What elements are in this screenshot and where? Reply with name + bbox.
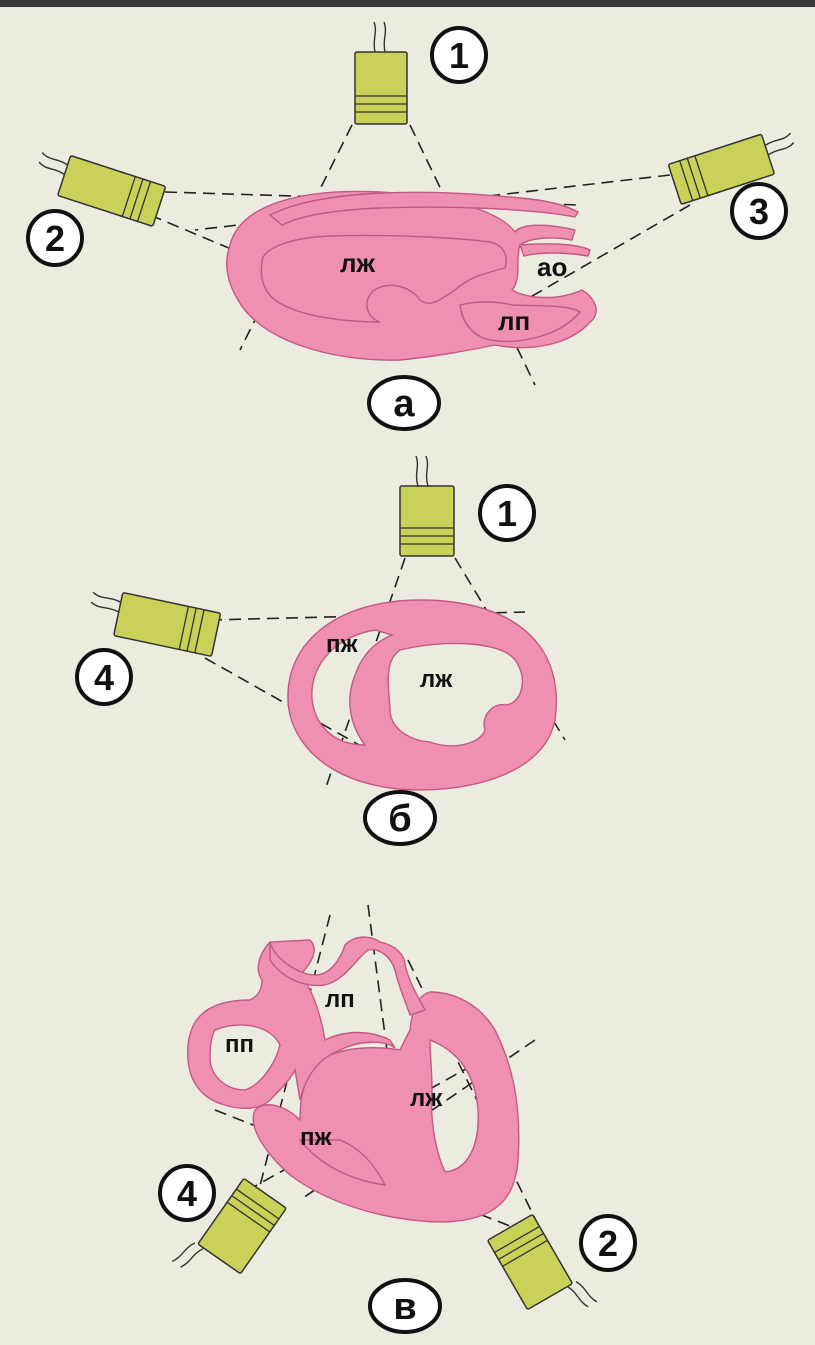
- panel-letter-c: в: [370, 1280, 440, 1332]
- label-la-a: лп: [498, 306, 530, 336]
- panel-letter-a: а: [369, 377, 439, 429]
- probe-2-c: [487, 1208, 596, 1334]
- probe-1-a: [355, 22, 407, 124]
- badge-3-a: 3: [732, 184, 786, 238]
- svg-text:б: б: [388, 798, 411, 840]
- label-lv-c: лж: [410, 1085, 443, 1112]
- svg-text:в: в: [393, 1286, 416, 1328]
- badge-1-b: 1: [480, 486, 534, 540]
- svg-text:2: 2: [45, 218, 65, 259]
- panel-a: лж ао лп 1: [28, 22, 801, 429]
- badge-1-a: 1: [432, 28, 486, 82]
- panel-letter-b: б: [365, 792, 435, 844]
- svg-text:4: 4: [177, 1173, 197, 1214]
- svg-text:2: 2: [598, 1223, 618, 1264]
- badge-2-c: 2: [581, 1216, 635, 1270]
- svg-text:4: 4: [94, 657, 114, 698]
- panel-c: лп пп лж пж 4 2 в: [160, 905, 635, 1334]
- badge-4-b: 4: [77, 650, 131, 704]
- label-rv-b: пж: [326, 631, 358, 658]
- label-ao-a: ао: [537, 252, 567, 282]
- svg-text:1: 1: [497, 493, 517, 534]
- svg-text:а: а: [393, 383, 415, 425]
- label-ra-c: пп: [225, 1031, 254, 1058]
- probe-1-b: [400, 456, 454, 556]
- panel-b: пж лж 1 4 б: [77, 456, 565, 844]
- svg-text:3: 3: [749, 191, 769, 232]
- label-lv-a: лж: [340, 248, 376, 278]
- label-lv-b: лж: [420, 666, 453, 693]
- label-la-c: лп: [325, 986, 355, 1013]
- badge-4-c: 4: [160, 1166, 214, 1220]
- badge-2-a: 2: [28, 211, 82, 265]
- probe-4-b: [85, 586, 220, 656]
- svg-text:1: 1: [449, 35, 469, 76]
- heart-short-axis: [288, 600, 556, 790]
- label-rv-c: пж: [300, 1124, 332, 1151]
